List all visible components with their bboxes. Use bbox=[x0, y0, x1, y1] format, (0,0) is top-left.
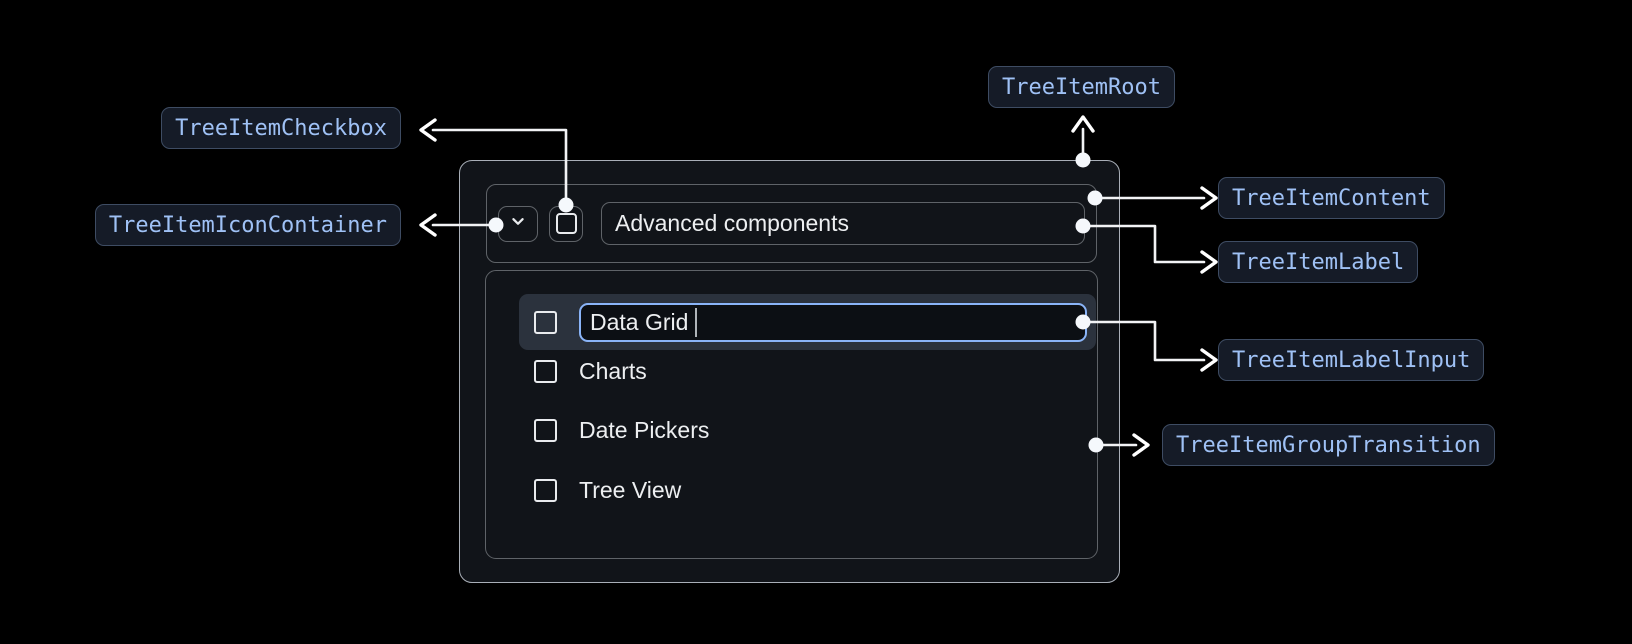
tree-item-label-text: Advanced components bbox=[615, 210, 849, 236]
tree-row[interactable]: Charts bbox=[534, 357, 647, 385]
tree-row-label: Date Pickers bbox=[579, 416, 710, 443]
label-input-value: Data Grid bbox=[590, 308, 689, 335]
tree-item-label-input[interactable]: Data Grid bbox=[579, 302, 1087, 342]
checkbox-unchecked-icon bbox=[555, 213, 577, 234]
badge-tree-item-label: TreeItemLabel bbox=[1218, 241, 1419, 283]
badge-tree-item-root: TreeItemRoot bbox=[988, 66, 1175, 108]
checkbox-unchecked-icon[interactable] bbox=[534, 310, 557, 334]
chevron-down-icon bbox=[507, 210, 529, 237]
tree-row-label: Charts bbox=[579, 357, 647, 384]
checkbox-unchecked-icon[interactable] bbox=[534, 418, 557, 442]
badge-tree-item-group-transition: TreeItemGroupTransition bbox=[1162, 424, 1495, 466]
badge-tree-item-icon-container: TreeItemIconContainer bbox=[94, 204, 401, 246]
tree-item-label[interactable]: Advanced components bbox=[601, 202, 1085, 245]
text-caret bbox=[695, 307, 698, 337]
tree-item-icon-container[interactable] bbox=[498, 205, 538, 242]
badge-tree-item-checkbox: TreeItemCheckbox bbox=[161, 107, 401, 149]
checkbox-unchecked-icon[interactable] bbox=[534, 478, 557, 502]
tree-item-checkbox[interactable] bbox=[549, 205, 583, 242]
badge-tree-item-content: TreeItemContent bbox=[1218, 177, 1445, 219]
tree-row[interactable]: Tree View bbox=[534, 476, 681, 504]
tree-row-editing[interactable]: Data Grid bbox=[519, 294, 1096, 350]
tree-item-root: Advanced components Data Grid Charts Dat… bbox=[459, 160, 1120, 583]
checkbox-unchecked-icon[interactable] bbox=[534, 359, 557, 383]
tree-row-label: Tree View bbox=[579, 476, 682, 503]
badge-tree-item-label-input: TreeItemLabelInput bbox=[1218, 339, 1485, 381]
tree-row[interactable]: Date Pickers bbox=[534, 416, 709, 444]
tree-item-group-transition: Data Grid Charts Date Pickers Tree View bbox=[485, 270, 1098, 559]
tree-item-content[interactable]: Advanced components bbox=[486, 184, 1097, 263]
